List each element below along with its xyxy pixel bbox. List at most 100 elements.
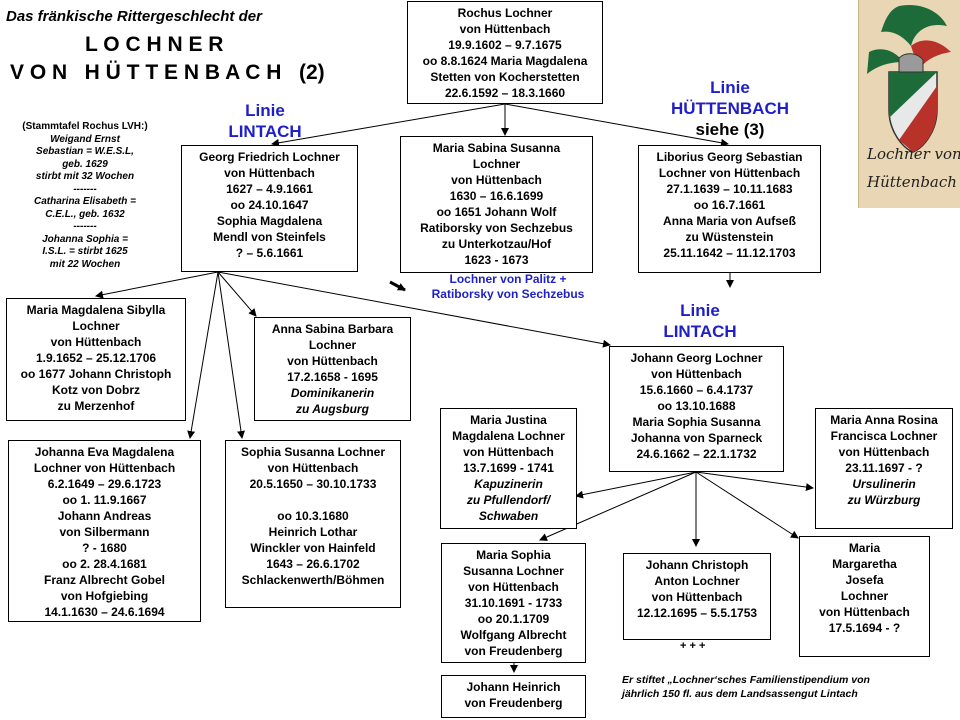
pointer-arrow bbox=[389, 280, 406, 292]
person-text-line: oo 24.10.1647 bbox=[230, 198, 309, 212]
label-palitz-ratiborsky: Lochner von Palitz + Ratiborsky von Sech… bbox=[410, 272, 606, 302]
person-text-line: von Hüttenbach bbox=[651, 367, 742, 381]
plus-marks: + + + bbox=[680, 640, 706, 652]
person-text-line: Rochus Lochner bbox=[457, 6, 553, 20]
person-text-line: von Hüttenbach bbox=[451, 173, 542, 187]
person-text-line: Anna Maria von Aufseß bbox=[663, 214, 796, 228]
label-linie-word: Linie bbox=[680, 301, 720, 320]
person-text-line: Lochner bbox=[308, 338, 357, 352]
chart-title-line3: V O N H Ü T T E N B A C H (2) bbox=[10, 61, 325, 84]
person-text-line: von Freudenberg bbox=[464, 644, 563, 658]
person-text-line: zu Würzburg bbox=[847, 493, 921, 507]
person-text-line: oo 20.1.1709 bbox=[477, 612, 550, 626]
footnote-line2: jährlich 150 fl. aus dem Landsassengut L… bbox=[622, 688, 858, 700]
person-text-line: Sophia Magdalena bbox=[216, 214, 323, 228]
person-text-line: Maria Anna Rosina bbox=[830, 413, 938, 427]
person-text-line: Maria Sabina Susanna bbox=[432, 141, 561, 155]
person-text-line: 1623 - 1673 bbox=[464, 253, 529, 267]
coat-of-arms-image: Lochner von Hüttenbach bbox=[858, 0, 960, 208]
label-lintach-word: LINTACH bbox=[228, 122, 302, 141]
person-text-line: von Silbermann bbox=[59, 525, 150, 539]
person-text-line: Dominikanerin bbox=[290, 386, 375, 400]
person-text-line: 22.6.1592 – 18.3.1660 bbox=[444, 86, 566, 100]
person-text-line: 17.5.1694 - ? bbox=[828, 621, 901, 635]
person-text-line: Sophia Susanna Lochner bbox=[240, 445, 386, 459]
crest-text-line1: Lochner von bbox=[867, 145, 960, 163]
person-text-line: 12.12.1695 – 5.5.1753 bbox=[636, 606, 758, 620]
person-text-line: Lochner von Hüttenbach bbox=[658, 166, 801, 180]
person-text-line: 19.9.1602 – 9.7.1675 bbox=[448, 38, 562, 52]
person-text-line: Johann Heinrich bbox=[466, 680, 561, 694]
person-text-line: oo 8.8.1624 Maria Magdalena bbox=[422, 54, 588, 68]
person-text-line: Wolfgang Albrecht bbox=[460, 628, 567, 642]
person-text-line: zu Augsburg bbox=[296, 402, 369, 416]
footnote-line1: Er stiftet „Lochner‘sches Familienstipen… bbox=[622, 674, 870, 686]
person-text-line: 20.5.1650 – 30.10.1733 bbox=[249, 477, 377, 491]
person-text-line: ? - 1680 bbox=[82, 541, 127, 555]
person-text-line: Ratiborsky von Sechzebus bbox=[420, 221, 573, 235]
person-text-line: Anna Sabina Barbara bbox=[271, 322, 394, 336]
person-text-line: von Hüttenbach bbox=[463, 445, 554, 459]
person-text-line: Lochner bbox=[840, 589, 889, 603]
person-text-line: zu Wüstenstein bbox=[685, 230, 774, 244]
label-linie-word: Linie bbox=[245, 101, 285, 120]
person-text-line: Johann Andreas bbox=[57, 509, 152, 523]
person-text-line: Susanna Lochner bbox=[463, 564, 564, 578]
stammtafel-line: stirbt mit 32 Wochen bbox=[35, 171, 135, 182]
stammtafel-line: mit 22 Wochen bbox=[49, 258, 121, 270]
person-text-line: Lochner bbox=[72, 319, 120, 333]
person-text-line: von Hüttenbach bbox=[651, 590, 743, 604]
person-text-line: 31.10.1691 - 1733 bbox=[464, 596, 563, 610]
person-box-rochus: Rochus Lochner von Hüttenbach 19.9.1602 – … bbox=[407, 1, 603, 104]
person-text-line: Maria Sophia bbox=[476, 548, 551, 562]
person-text-line: 1.9.1652 – 25.12.1706 bbox=[35, 351, 157, 365]
chart-title-line1: Das fränkische Rittergeschlecht der bbox=[6, 8, 262, 25]
person-text-line: von Hüttenbach bbox=[50, 335, 142, 349]
person-text-line: Georg Friedrich Lochner bbox=[199, 150, 340, 164]
person-text-line: 17.2.1658 - 1695 bbox=[287, 370, 378, 384]
person-text-line: von Hüttenbach bbox=[459, 22, 551, 36]
label-linie-lintach-left: Linie LINTACH bbox=[220, 100, 310, 142]
label-linie-word: Linie bbox=[710, 78, 750, 97]
person-text-line: 23.11.1697 - ? bbox=[845, 461, 923, 475]
stammtafel-line: C.E.L., geb. 1632 bbox=[45, 208, 125, 220]
person-text-line: oo 16.7.1661 bbox=[693, 198, 766, 212]
person-text-line: 15.6.1660 – 6.4.1737 bbox=[639, 383, 754, 397]
person-text-line: Franz Albrecht Gobel bbox=[44, 573, 165, 587]
person-text-line: Johanna von Sparneck bbox=[630, 431, 763, 445]
label-huettenbach-word: HÜTTENBACH bbox=[670, 99, 790, 118]
person-text-line: 1630 – 16.6.1699 bbox=[449, 189, 544, 203]
crest-text-line2: Hüttenbach bbox=[867, 173, 957, 191]
stammtafel-line: ------- bbox=[73, 183, 97, 195]
stammtafel-line: (Stammtafel Rochus LVH:) bbox=[22, 121, 148, 132]
person-text-line: von Hofgiebing bbox=[60, 589, 149, 603]
person-text-line: Kapuzinerin bbox=[474, 477, 543, 491]
person-text-line: Maria Magdalena Sibylla bbox=[26, 303, 166, 317]
person-text-line: Lochner von Hüttenbach bbox=[33, 461, 176, 475]
person-text-line: von Hüttenbach bbox=[819, 605, 910, 619]
person-text-line: Schwaben bbox=[478, 509, 539, 523]
person-text-line: Ursulinerin bbox=[852, 477, 916, 491]
person-text-line: 25.11.1642 – 11.12.1703 bbox=[663, 246, 796, 260]
label-palitz-line1: Lochner von Palitz + bbox=[449, 272, 567, 286]
stammtafel-line: I.S.L. = stirbt 1625 bbox=[42, 246, 128, 257]
person-text-line: Francisca Lochner bbox=[830, 429, 938, 443]
person-text-line: 13.7.1699 - 1741 bbox=[463, 461, 554, 475]
person-text-line: von Hüttenbach bbox=[267, 461, 359, 475]
person-text-line: Lochner bbox=[472, 157, 521, 171]
person-text-line: Liborius Georg Sebastian bbox=[656, 150, 803, 164]
person-text-line: von Hüttenbach bbox=[838, 445, 930, 459]
label-linie-lintach-right: Linie LINTACH bbox=[645, 300, 755, 342]
person-text-line: Johanna Eva Magdalena bbox=[34, 445, 175, 459]
